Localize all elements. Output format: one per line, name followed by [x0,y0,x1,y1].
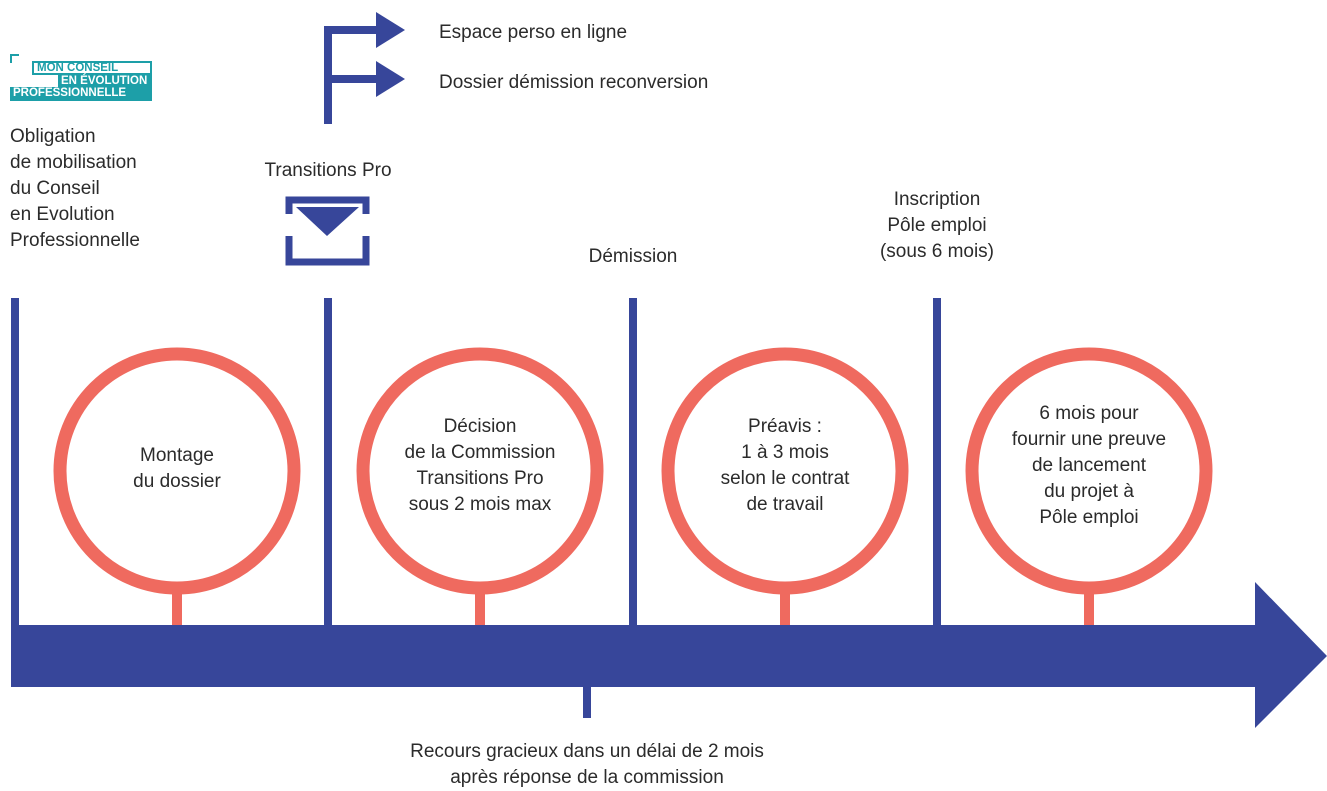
step-stem-4 [1084,580,1094,628]
step-stem-1 [172,580,182,628]
milestone-line-2 [324,298,332,626]
arrow-right-icon [324,12,405,124]
logo-corner [10,54,19,63]
recours-label: Recours gracieux dans un délai de 2 mois… [410,741,764,788]
step-text-preavis: Préavis : 1 à 3 mois selon le contrat de… [720,416,850,515]
milestone-label-demission: Démission [588,246,678,267]
milestone-label-transitions-pro: Transitions Pro [264,160,392,181]
logo: MON CONSEIL EN ÉVOLUTION PROFESSIONNELLE [10,54,158,106]
step-text-montage: Montage du dossier [133,445,221,492]
step-text-decision: Décision de la Commission Transitions Pr… [404,416,556,515]
step-circle-1 [53,347,301,595]
logo-line-2: EN ÉVOLUTION [58,75,152,89]
arrow-label-dossier-demission: Dossier démission reconversion [439,72,709,93]
milestone-label-inscription: Inscription Pôle emploi (sous 6 mois) [879,189,995,262]
timeline-bar [11,625,1261,687]
arrow-label-espace-perso: Espace perso en ligne [439,22,628,43]
logo-line-3: PROFESSIONNELLE [10,87,152,101]
milestone-line-4 [933,298,941,626]
step-circle-2 [356,347,604,595]
step-text-preuve: 6 mois pour fournir une preuve de lancem… [1011,403,1167,528]
timeline-arrowhead [1255,582,1327,728]
milestone-line-3 [629,298,637,626]
step-circle-3 [661,347,909,595]
envelope-icon [285,196,370,266]
recours-tick [583,684,591,718]
logo-line-1: MON CONSEIL [32,61,152,75]
step-circle-4 [965,347,1213,595]
milestone-label-cep: Obligation de mobilisation du Conseil en… [10,126,140,251]
step-stem-3 [780,580,790,628]
step-stem-2 [475,580,485,628]
milestone-line-1 [11,298,19,626]
